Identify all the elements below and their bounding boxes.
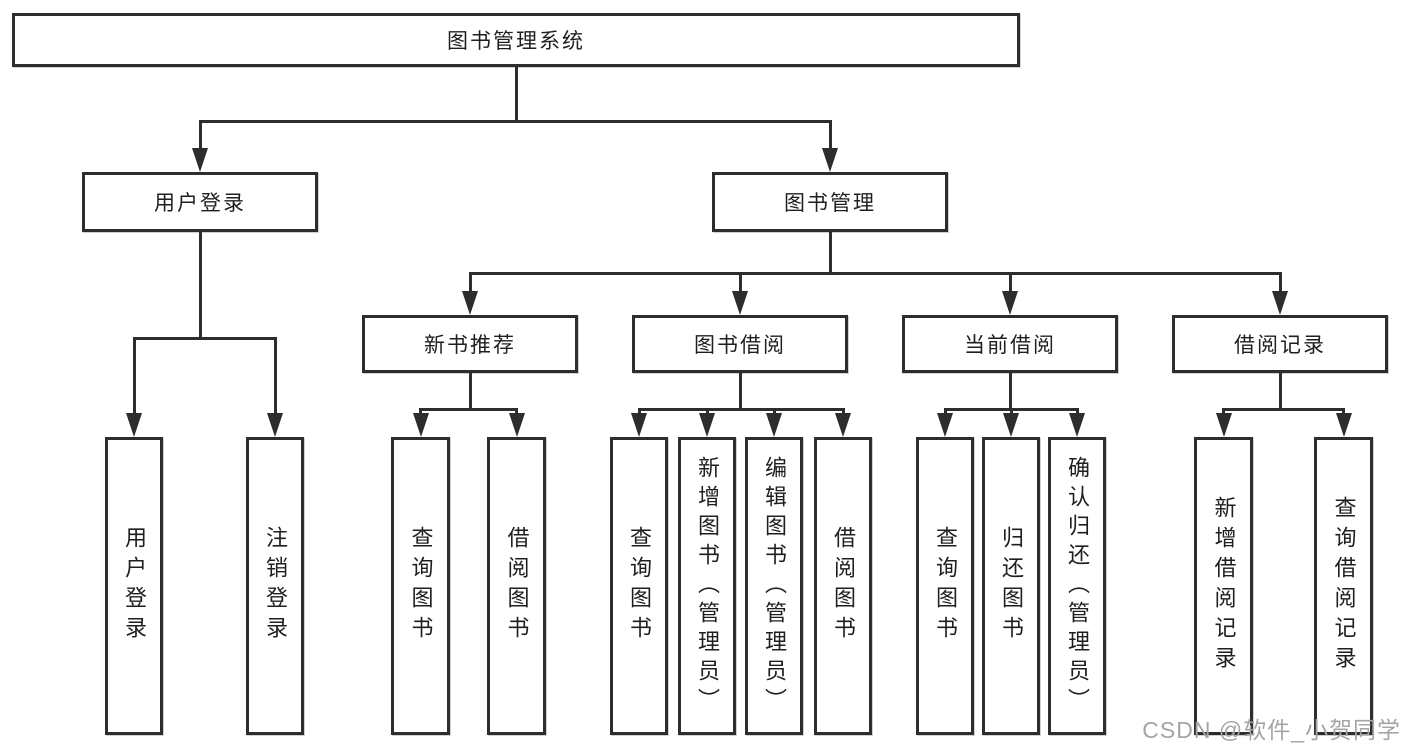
arrow-down-icon [699,413,715,437]
connector-drop-leaf-user-login [132,337,136,415]
node-label-leaf-bor-query-books: 查询图书 [627,526,652,646]
connector-stem-user-login-branch [198,230,202,337]
connector-drop-book-borrowing [738,272,742,293]
arrow-down-icon [508,413,525,437]
node-leaf-log-add-record: 新增借阅记录 [1194,437,1253,735]
arrow-down-icon [1002,291,1018,315]
node-label-borrowing-records: 借阅记录 [1234,334,1326,357]
node-label-leaf-cur-query-books: 查询图书 [933,526,958,646]
node-label-leaf-cur-confirm-return: 确认归还（管理员） [1065,455,1090,717]
connector-rail-root [198,120,832,123]
arrow-down-icon [1003,413,1019,437]
node-leaf-cur-query-books: 查询图书 [916,437,974,735]
connector-drop-leaf-rec-borrow-books [515,408,518,415]
node-label-leaf-log-add-record: 新增借阅记录 [1211,496,1237,676]
connector-rail-book-management-branch [468,272,1282,275]
node-current-borrowing: 当前借阅 [902,315,1118,373]
arrow-down-icon [835,413,851,437]
connector-drop-leaf-rec-query-books [419,408,422,415]
node-leaf-cur-return-books: 归还图书 [982,437,1040,735]
connector-stem-root [514,65,518,120]
arrow-down-icon [267,413,283,437]
node-label-leaf-log-query-record: 查询借阅记录 [1331,496,1357,676]
connector-rail-borrowing-records [1222,408,1345,411]
node-label-current-borrowing: 当前借阅 [964,334,1056,357]
connector-rail-user-login-branch [132,337,277,340]
connector-rail-new-book-recommend [419,408,518,411]
node-leaf-rec-query-books: 查询图书 [391,437,450,735]
connector-drop-borrowing-records [1278,272,1282,293]
node-label-leaf-bor-add-books: 新增图书（管理员） [695,455,720,717]
node-label-leaf-bor-edit-books: 编辑图书（管理员） [762,455,787,717]
node-borrowing-records: 借阅记录 [1172,315,1388,373]
arrow-down-icon [192,148,208,172]
node-label-leaf-cur-return-books: 归还图书 [999,526,1024,646]
connector-drop-leaf-log-add-record [1222,408,1225,415]
node-leaf-bor-borrow-books: 借阅图书 [814,437,872,735]
connector-drop-book-management-branch [828,120,832,150]
arrow-down-icon [631,413,647,437]
connector-stem-book-management-branch [828,230,832,272]
arrow-down-icon [1215,413,1232,437]
node-leaf-bor-query-books: 查询图书 [610,437,668,735]
connector-drop-leaf-cur-return-books [1009,408,1013,415]
node-label-leaf-rec-borrow-books: 借阅图书 [504,526,530,646]
connector-stem-new-book-recommend [468,371,472,408]
connector-drop-leaf-log-query-record [1342,408,1345,415]
arrow-down-icon [937,413,953,437]
connector-drop-current-borrowing [1008,272,1012,293]
arrow-down-icon [1069,413,1085,437]
node-label-user-login-branch: 用户登录 [154,192,246,215]
node-book-management-branch: 图书管理 [712,172,948,232]
arrow-down-icon [462,291,478,315]
node-book-borrowing: 图书借阅 [632,315,848,373]
node-leaf-bor-add-books: 新增图书（管理员） [678,437,736,735]
node-label-leaf-rec-query-books: 查询图书 [408,526,434,646]
arrow-down-icon [766,413,782,437]
connector-drop-leaf-bor-add-books [705,408,709,415]
node-label-new-book-recommend: 新书推荐 [424,334,516,357]
connector-drop-leaf-cur-query-books [943,408,947,415]
node-label-book-borrowing: 图书借阅 [694,334,786,357]
node-leaf-cur-confirm-return: 确认归还（管理员） [1048,437,1106,735]
connector-drop-leaf-bor-borrow-books [841,408,845,415]
connector-stem-borrowing-records [1278,371,1282,408]
connector-stem-current-borrowing [1008,371,1012,408]
node-leaf-log-query-record: 查询借阅记录 [1314,437,1373,735]
arrow-down-icon [822,148,838,172]
connector-drop-user-login-branch [198,120,202,150]
connector-drop-leaf-bor-edit-books [772,408,776,415]
connector-drop-leaf-logout [273,337,277,415]
node-leaf-user-login: 用户登录 [105,437,163,735]
node-label-leaf-bor-borrow-books: 借阅图书 [831,526,856,646]
connector-drop-leaf-bor-query-books [637,408,641,415]
connector-rail-book-borrowing [637,408,845,411]
node-label-book-management-branch: 图书管理 [784,192,876,215]
connector-drop-leaf-cur-confirm-return [1075,408,1079,415]
arrow-down-icon [126,413,142,437]
arrow-down-icon [1272,291,1288,315]
arrow-down-icon [1335,413,1352,437]
arrow-down-icon [732,291,748,315]
node-label-root: 图书管理系统 [447,30,585,53]
node-label-leaf-logout: 注销登录 [263,526,288,646]
connector-drop-new-book-recommend [468,272,472,293]
connector-stem-book-borrowing [738,371,742,408]
node-leaf-bor-edit-books: 编辑图书（管理员） [745,437,803,735]
node-leaf-rec-borrow-books: 借阅图书 [487,437,546,735]
node-leaf-logout: 注销登录 [246,437,304,735]
node-user-login-branch: 用户登录 [82,172,318,232]
node-label-leaf-user-login: 用户登录 [122,526,147,646]
csdn-watermark: CSDN @软件_小贺同学 [1142,717,1401,743]
node-new-book-recommend: 新书推荐 [362,315,578,373]
arrow-down-icon [412,413,429,437]
node-root: 图书管理系统 [12,13,1020,67]
